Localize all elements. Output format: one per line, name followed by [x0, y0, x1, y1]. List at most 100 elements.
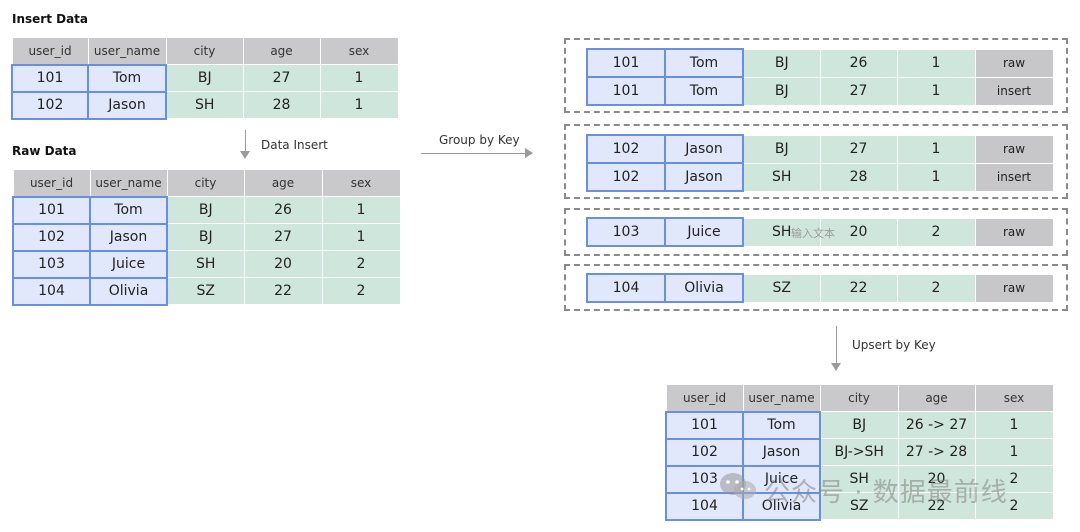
cell-user-id: 102: [586, 134, 666, 164]
key-group-102: [564, 124, 1068, 199]
cell-sex: 2: [321, 250, 401, 278]
table-row: 102 Jason SH 28 1 insert: [586, 162, 1054, 192]
cell-user-id: 101: [586, 76, 666, 106]
cell-user-id: 102: [12, 222, 91, 252]
cell-user-name: Juice: [664, 217, 744, 247]
key-group-104: [564, 264, 1068, 311]
cell-city: BJ->SH: [819, 438, 899, 466]
cell-age: 28: [819, 162, 898, 192]
cell-source-tag: raw: [974, 273, 1054, 303]
cell-age: 20: [243, 250, 323, 278]
cell-user-id: 103: [12, 249, 91, 279]
upsert-by-key-label: Upsert by Key: [852, 338, 936, 352]
cell-city: BJ: [819, 411, 899, 439]
group-table-104: 104 Olivia SZ 22 2 raw: [586, 273, 1054, 303]
cell-age: 26: [819, 48, 898, 78]
watermark-text: 公众号 · 数据最前线: [764, 478, 1008, 508]
cell-source-tag: raw: [974, 134, 1054, 164]
cell-age: 20: [897, 465, 976, 493]
header-sex: sex: [321, 169, 401, 197]
table-row: 101 Tom BJ 26 1: [12, 195, 401, 225]
cell-user-id: 104: [665, 491, 744, 521]
cell-user-id: 101: [586, 48, 666, 78]
cell-user-id: 102: [586, 162, 666, 192]
header-age: age: [242, 37, 321, 65]
cell-user-name: Olivia: [89, 276, 168, 306]
cell-user-id: 104: [586, 273, 666, 303]
table-row: 102 Jason BJ->SH 27 -> 28 1: [665, 437, 1054, 467]
cell-age: 26: [243, 196, 323, 224]
wechat-icon: [720, 473, 756, 499]
header-age: age: [897, 384, 976, 412]
cell-sex: 2: [896, 217, 976, 247]
cell-source-tag: raw: [974, 48, 1054, 78]
header-city: city: [165, 37, 244, 65]
cell-source-tag: insert: [974, 162, 1054, 192]
cell-user-name: Tom: [664, 48, 744, 78]
table-row: 102 Jason SH 28 1: [11, 90, 399, 120]
data-insert-label: Data Insert: [261, 138, 328, 152]
data-insert-arrow-head: [240, 151, 250, 159]
cell-user-name: Tom: [742, 410, 821, 440]
header-age: age: [243, 169, 323, 197]
upsert-by-key-arrow-line: [836, 326, 837, 364]
header-user-name: user_name: [89, 169, 168, 197]
header-user-id: user_id: [12, 169, 91, 197]
cell-sex: 2: [321, 277, 401, 305]
cell-city: SH: [742, 162, 821, 192]
cell-age: 20: [819, 217, 898, 247]
cell-age: 27: [819, 134, 898, 164]
cell-user-name: Olivia: [664, 273, 744, 303]
text-placeholder-overlay: 输入文本: [791, 227, 835, 240]
cell-user-id: 101: [665, 410, 744, 440]
header-user-id: user_id: [11, 37, 89, 65]
cell-city: BJ: [742, 48, 821, 78]
cell-sex: 1: [974, 438, 1054, 466]
cell-age: 22: [897, 492, 976, 520]
key-group-101: [564, 38, 1068, 113]
table-row: 104 Olivia SZ 22 2: [665, 491, 1054, 521]
insert-data-title: Insert Data: [12, 12, 89, 26]
cell-user-name: Tom: [89, 195, 168, 225]
cell-city: BJ: [166, 196, 245, 224]
cell-city: SZ: [742, 273, 821, 303]
cell-age: 22: [819, 273, 898, 303]
table-row: 101 Tom BJ 26 -> 27 1: [665, 410, 1054, 440]
cell-source-tag: raw: [974, 217, 1054, 247]
cell-age: 22: [243, 277, 323, 305]
table-row: 103 Juice SH 20 2: [12, 249, 401, 279]
cell-source-tag: insert: [974, 76, 1054, 106]
group-by-key-arrow-line: [421, 153, 525, 154]
cell-sex: 1: [321, 196, 401, 224]
cell-sex: 1: [896, 162, 976, 192]
cell-user-name: Jason: [664, 162, 744, 192]
cell-sex: 1: [319, 91, 399, 119]
cell-user-id: 101: [11, 63, 89, 93]
cell-sex: 2: [974, 465, 1054, 493]
cell-sex: 1: [896, 76, 976, 106]
header-city: city: [166, 169, 245, 197]
cell-age: 27: [243, 223, 323, 251]
cell-sex: 1: [319, 64, 399, 92]
cell-age: 27 -> 28: [897, 438, 976, 466]
cell-user-id: 102: [11, 90, 89, 120]
data-insert-arrow-line: [245, 130, 246, 152]
header-sex: sex: [974, 384, 1054, 412]
cell-user-name: Olivia: [742, 491, 821, 521]
cell-user-id: 102: [665, 437, 744, 467]
cell-age: 26 -> 27: [897, 411, 976, 439]
cell-city: BJ: [166, 223, 245, 251]
cell-city: SH: [165, 91, 244, 119]
cell-city: BJ: [742, 134, 821, 164]
group-table-102: 102 Jason BJ 27 1 raw 102 Jason SH 28 1 …: [586, 134, 1054, 192]
cell-sex: 2: [974, 492, 1054, 520]
raw-data-table: user_id user_name city age sex 101 Tom B…: [12, 169, 401, 306]
cell-city: SZ: [166, 277, 245, 305]
group-table-101: 101 Tom BJ 26 1 raw 101 Tom BJ 27 1 inse…: [586, 48, 1054, 106]
table-row: 104 Olivia SZ 22 2 raw: [586, 273, 1054, 303]
key-group-103: [564, 208, 1068, 256]
cell-city: SH: [166, 250, 245, 278]
cell-user-id: 101: [12, 195, 91, 225]
header-user-id: user_id: [665, 384, 744, 412]
cell-city: BJ: [165, 64, 244, 92]
